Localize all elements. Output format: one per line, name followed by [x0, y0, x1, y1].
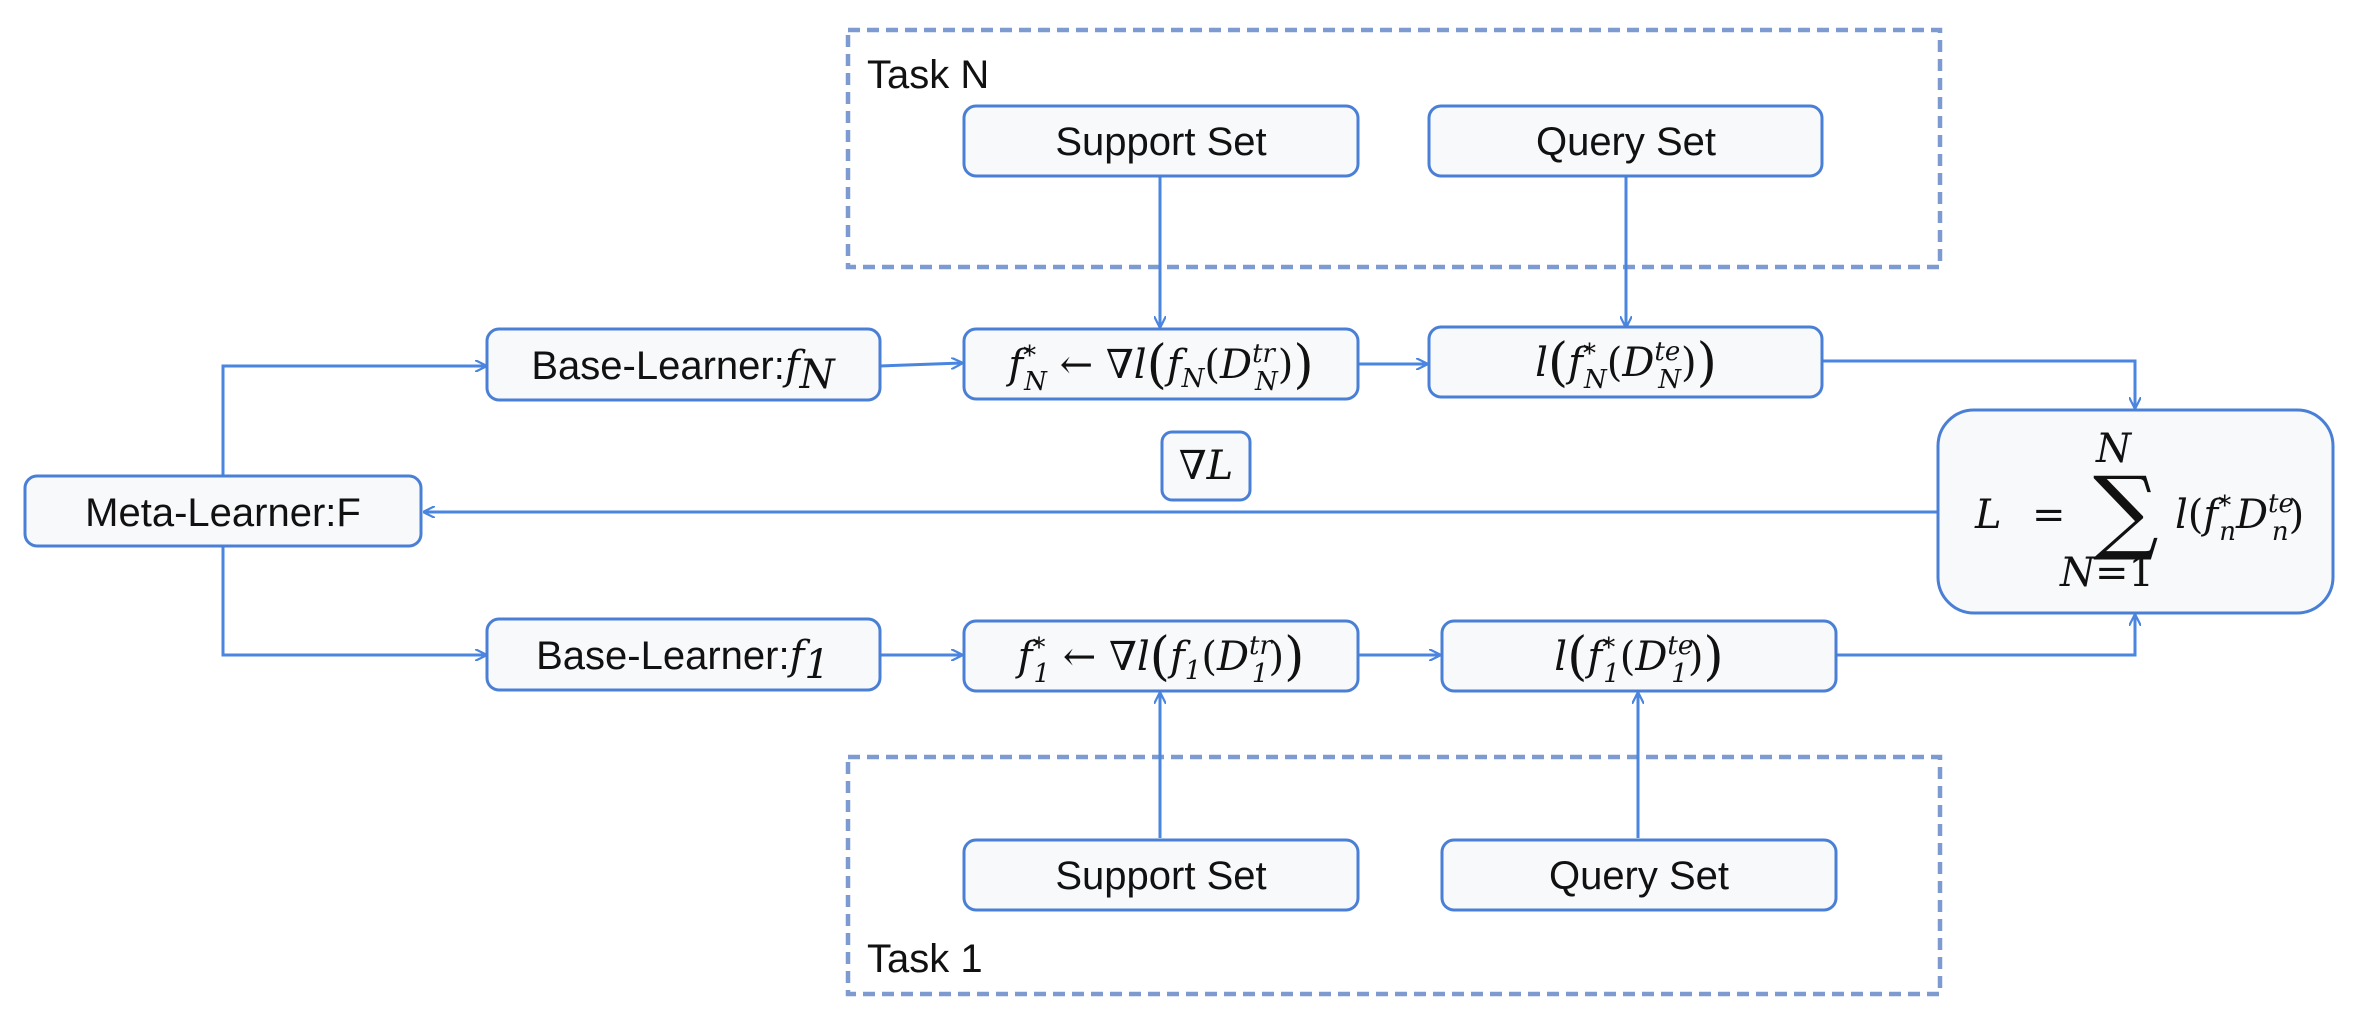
arrow-base-n-to-update-n — [879, 363, 962, 366]
task-1-container: Task 1 — [845, 754, 1943, 997]
meta-learner-box: Meta-Learner:F — [23, 474, 423, 548]
arrow-meta-to-base-1 — [221, 547, 486, 655]
support-set-task-n-box: Support Set — [962, 104, 1360, 178]
arrow-meta-to-base-n — [221, 366, 486, 475]
arrow-loss-1-to-total — [1836, 615, 2135, 657]
base-learner-1-box: Base-Learner:f1 — [485, 617, 882, 692]
svg-text:∑: ∑ — [2093, 457, 2159, 564]
support-set-task-1-label: Support Set — [1055, 854, 1266, 898]
svg-text:N=1: N=1 — [2059, 550, 2154, 596]
svg-text:L: L — [1974, 492, 2002, 538]
support-set-task-n-label: Support Set — [1055, 120, 1266, 164]
query-set-task-n-label: Query Set — [1536, 120, 1716, 164]
task-n-label: Task N — [867, 53, 989, 97]
query-set-task-1-label: Query Set — [1549, 854, 1729, 898]
task-1-label: Task 1 — [867, 937, 983, 981]
query-set-task-1-box: Query Set — [1440, 838, 1838, 912]
base-learner-n-label: Base-Learner:fN — [531, 343, 836, 398]
support-set-task-1-box: Support Set — [962, 838, 1360, 912]
base-learner-1-label: Base-Learner:f1 — [536, 633, 830, 688]
svg-text:=: = — [2032, 492, 2066, 538]
meta-gradient-box: ∇L — [1160, 430, 1252, 502]
meta-learner-label: Meta-Learner:F — [85, 491, 361, 535]
svg-text:N: N — [2095, 426, 2133, 472]
meta-gradient-label: ∇L — [1179, 443, 1234, 489]
arrow-loss-n-to-total — [1822, 359, 2135, 408]
connectors — [221, 176, 2135, 838]
task-n-container: Task N — [845, 27, 1943, 270]
query-set-task-n-box: Query Set — [1427, 104, 1824, 178]
base-learner-n-box: Base-Learner:fN — [485, 327, 882, 402]
